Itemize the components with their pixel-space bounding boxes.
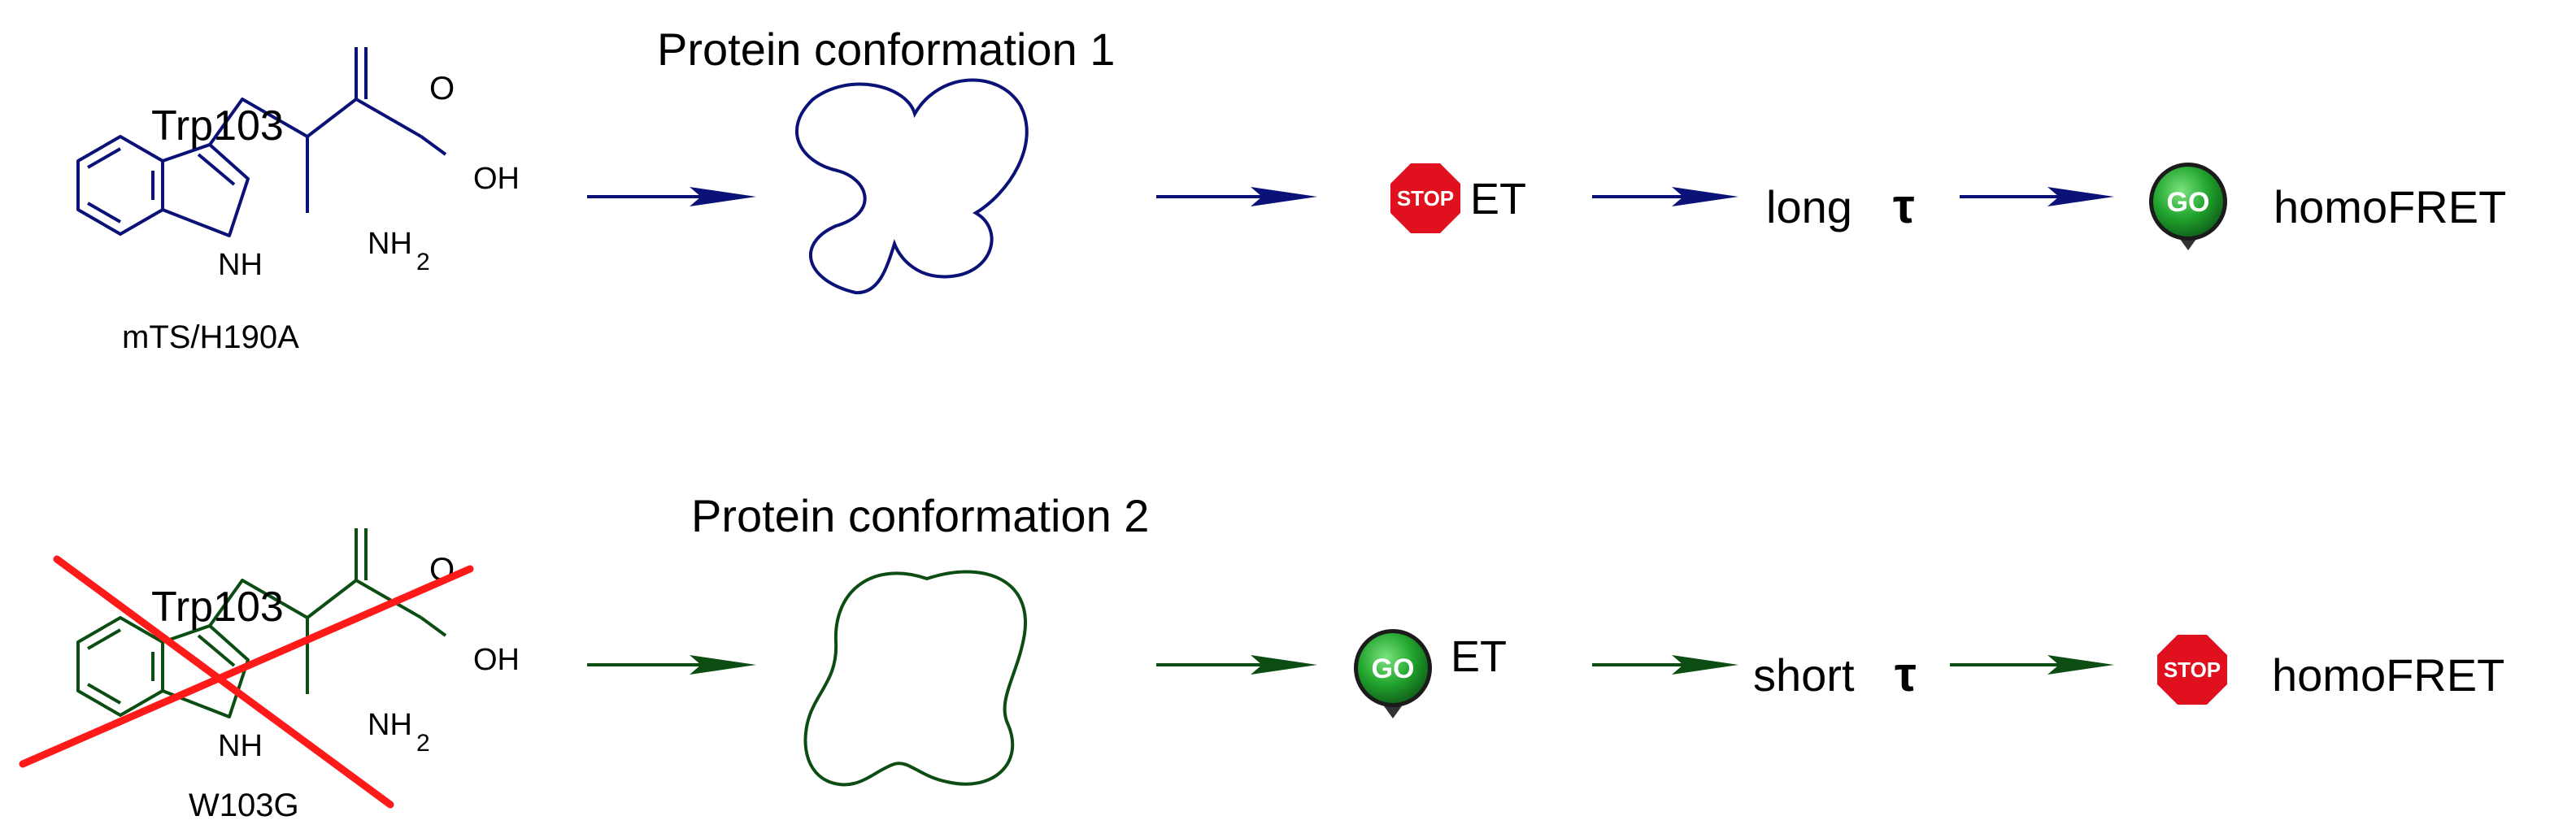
et-label-1: ET	[1470, 175, 1526, 224]
stop-sign-et-1: STOP	[1386, 159, 1464, 237]
amine-subscript-2: 2	[416, 730, 430, 757]
et-label-2: ET	[1451, 632, 1507, 681]
stop-sign-et-1-text: STOP	[1397, 186, 1454, 211]
stop-sign-fret-2: STOP	[2153, 631, 2231, 709]
deletion-cross-mark	[19, 555, 474, 809]
residue-label-2: Trp103	[151, 584, 284, 631]
arrow-1a	[587, 187, 756, 206]
go-sign-fret-1-text: GO	[2167, 187, 2210, 218]
go-sign-fret-1: GO	[2149, 163, 2227, 250]
ring-nh-label-1: NH	[218, 248, 263, 282]
amine-label-1: NH	[368, 227, 412, 261]
amine-label-2: NH	[368, 708, 412, 742]
homofret-label-2: homoFRET	[2272, 649, 2504, 701]
lifetime-word-2: short	[1753, 649, 1855, 701]
amine-subscript-1: 2	[416, 249, 430, 276]
go-sign-et-2-text: GO	[1372, 653, 1415, 684]
protein-conformation-2-shape	[803, 570, 1028, 787]
tau-symbol-1: τ	[1893, 179, 1915, 233]
ring-nh-label-2: NH	[218, 729, 263, 763]
protein-conformation-1-shape	[795, 78, 1029, 295]
homofret-label-1: homoFRET	[2274, 181, 2506, 232]
hydroxyl-label-1: OH	[473, 162, 520, 196]
arrow-1b	[1156, 187, 1317, 206]
arrow-2c	[1592, 655, 1738, 675]
arrow-2d	[1950, 655, 2114, 675]
residue-label-1: Trp103	[151, 102, 284, 150]
row-1: Trp103 O OH NH NH 2 mTS/H190A Protein co…	[76, 24, 2506, 355]
variant-label-2: W103G	[189, 788, 299, 823]
arrow-2a	[587, 655, 756, 675]
conformation-label-1: Protein conformation 1	[657, 24, 1115, 75]
arrow-1d	[1960, 187, 2114, 206]
arrow-2b	[1156, 655, 1317, 675]
row-2: Trp103 O OH NH NH 2 W103G Protein confor…	[19, 490, 2504, 823]
arrow-1c	[1592, 187, 1738, 206]
carbonyl-oxygen-label-1: O	[429, 71, 455, 106]
variant-label-1: mTS/H190A	[122, 319, 299, 355]
lifetime-word-1: long	[1766, 181, 1852, 232]
conformation-label-2: Protein conformation 2	[691, 490, 1149, 541]
hydroxyl-label-2: OH	[473, 643, 520, 677]
tau-symbol-2: τ	[1895, 647, 1917, 701]
go-sign-et-2: GO	[1354, 629, 1432, 718]
tryptophan-structure-2	[76, 528, 447, 718]
stop-sign-fret-2-text: STOP	[2164, 658, 2221, 682]
tryptophan-structure-1	[76, 47, 447, 237]
